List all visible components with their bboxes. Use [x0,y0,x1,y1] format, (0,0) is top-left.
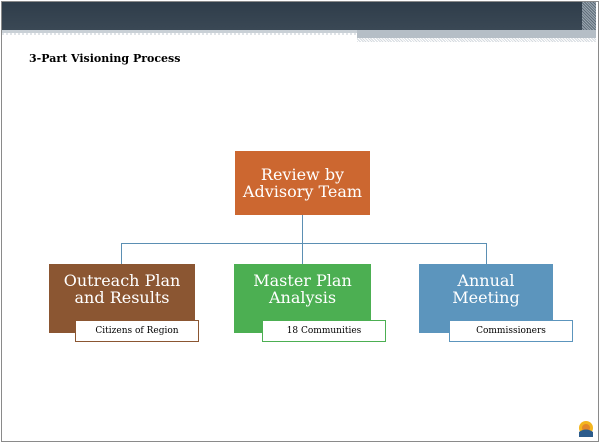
sublabel-communities: 18 Communities [262,320,386,342]
underline-bar-light [2,30,370,33]
node-review-advisory-team: Review by Advisory Team [235,151,370,215]
connector-horizontal [121,243,486,244]
sublabel-citizens: Citizens of Region [75,320,199,342]
sublabel-commissioners: Commissioners [449,320,573,342]
underline-bar-dotted [2,33,357,35]
connector-child-3 [486,243,487,264]
banner-underline [2,30,596,44]
underline-bar-right [357,30,596,38]
node-label: Master Plan Analysis [253,271,352,308]
node-annual-meeting: Annual Meeting [419,264,553,333]
connector-child-2 [302,243,303,264]
connector-child-1 [121,243,122,264]
title-banner [2,2,596,30]
sun-logo-icon [579,421,593,437]
node-label: Review by Advisory Team [242,164,363,201]
connector-root-down [302,215,303,243]
underline-bar-texture [357,38,596,42]
node-label: Annual Meeting [452,271,520,308]
banner-texture [582,2,596,30]
slide-title: 3-Part Visioning Process [29,52,181,65]
node-label: Outreach Plan and Results [63,271,181,308]
